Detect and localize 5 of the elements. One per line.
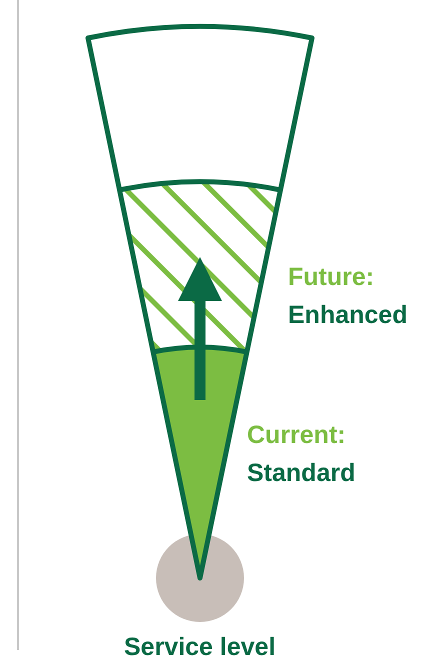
axis-label: Service level <box>124 632 276 662</box>
level-label: Future: <box>288 262 374 292</box>
level-label: Standard <box>247 458 356 488</box>
level-label: Current: <box>247 420 346 450</box>
level-label: Enhanced <box>288 300 408 330</box>
